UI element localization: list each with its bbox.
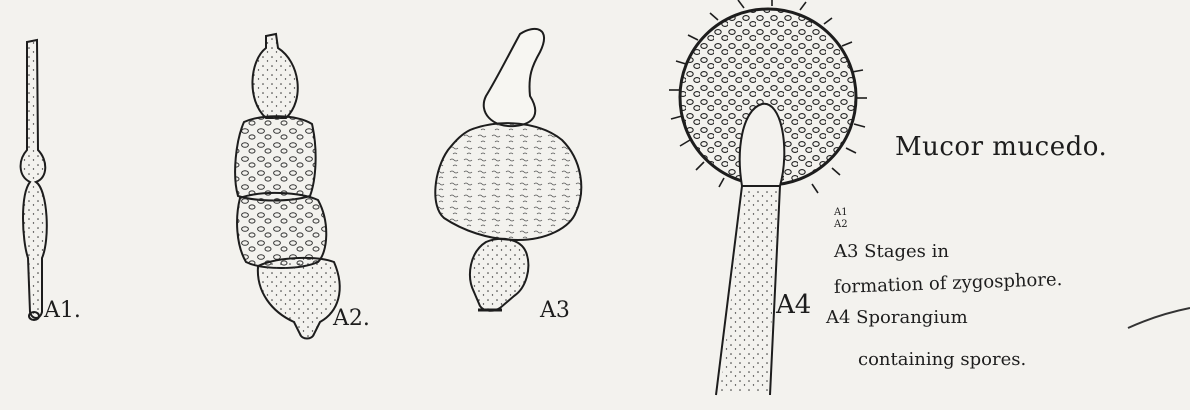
figure-title: Mucor mucedo. [895, 134, 1107, 160]
legend-a4-line: A4 Sporangium [826, 309, 968, 327]
legend-a1: A1 [834, 208, 848, 218]
label-a2: A2. [333, 308, 370, 330]
label-a4: A4 [776, 292, 811, 318]
legend-a2: A2 [834, 220, 848, 230]
pen-stroke [1128, 308, 1190, 328]
specimen-a2 [235, 34, 340, 339]
specimen-a3 [435, 29, 581, 311]
specimen-a1 [21, 40, 47, 320]
legend-line-4: containing spores. [858, 351, 1026, 369]
label-a1: A1. [44, 300, 81, 322]
legend-a3-line: A3 Stages in [834, 243, 949, 261]
specimen-a4 [669, 0, 867, 395]
label-a3: A3 [540, 300, 570, 322]
